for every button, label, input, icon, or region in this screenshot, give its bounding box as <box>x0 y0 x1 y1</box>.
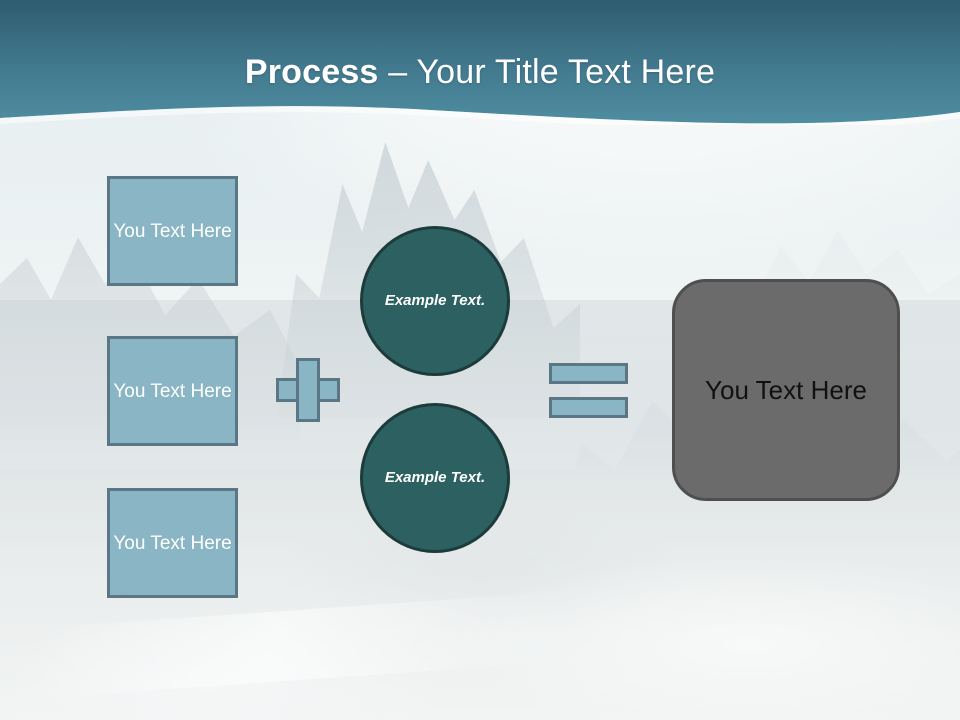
page-title-rest: Your Title Text Here <box>416 53 716 91</box>
result-box-label: You Text Here <box>705 374 867 405</box>
plus-icon-center-patch <box>299 381 317 399</box>
equals-icon-bottom-bar <box>549 397 628 418</box>
input-box-1-label: You Text Here <box>113 220 232 242</box>
equals-icon <box>549 363 628 418</box>
equals-icon-top-bar <box>549 363 628 384</box>
example-circle-2[interactable]: Example Text. <box>360 403 510 553</box>
page-title-bold: Process <box>244 53 379 91</box>
page-title: Process – Your Title Text Here <box>0 52 960 92</box>
input-box-3[interactable]: You Text Here <box>107 488 238 598</box>
example-circle-1-label: Example Text. <box>384 292 486 309</box>
input-box-2[interactable]: You Text Here <box>107 336 238 446</box>
input-box-3-label: You Text Here <box>113 532 232 554</box>
header-banner: Process – Your Title Text Here <box>0 0 960 125</box>
page-title-separator: – <box>378 53 417 91</box>
input-box-2-label: You Text Here <box>113 380 232 402</box>
header-wave-shape <box>0 0 960 125</box>
result-box[interactable]: You Text Here <box>672 279 900 501</box>
plus-icon <box>276 358 340 422</box>
example-circle-1[interactable]: Example Text. <box>360 226 510 376</box>
example-circle-2-label: Example Text. <box>384 469 486 486</box>
input-box-1[interactable]: You Text Here <box>107 176 238 286</box>
